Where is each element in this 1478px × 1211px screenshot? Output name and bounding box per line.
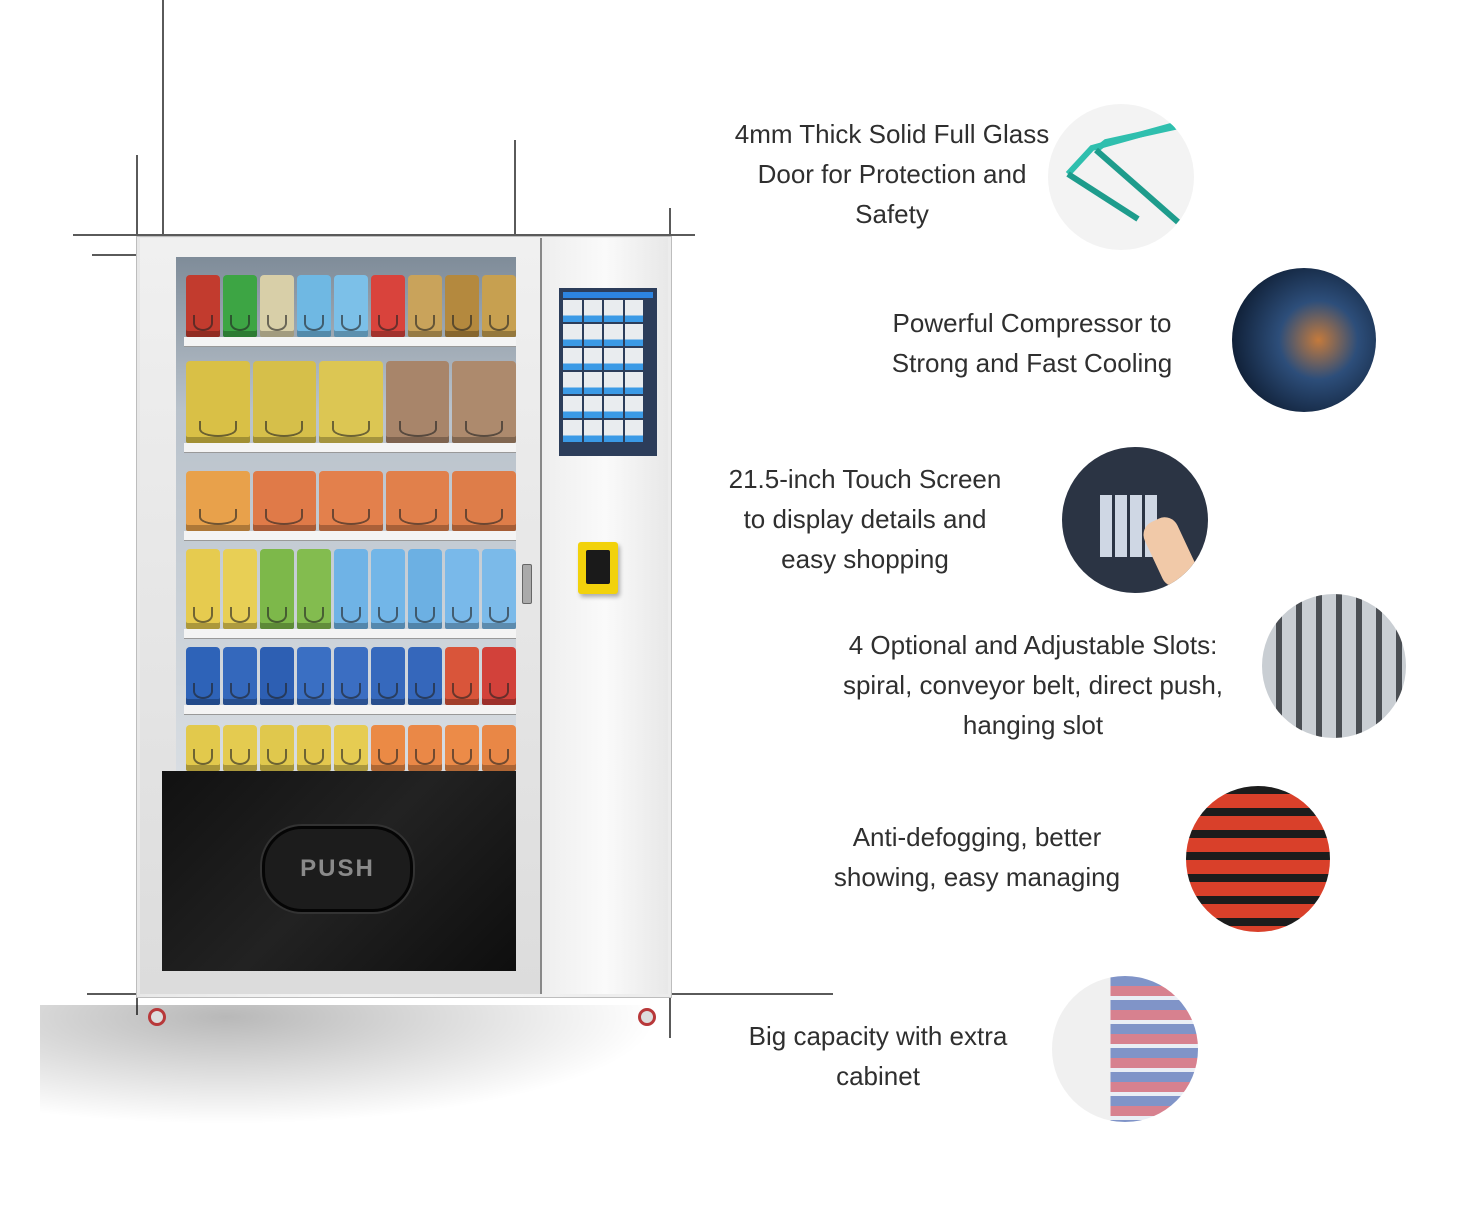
product-display-window xyxy=(176,257,516,771)
extra-cabinet-icon xyxy=(1052,976,1198,1122)
feature-slots-text: 4 Optional and Adjustable Slots:spiral, … xyxy=(842,630,1224,740)
glass-door-icon xyxy=(1048,104,1194,250)
shelf-row-cans-bottom xyxy=(186,725,516,771)
pickup-bin-panel: PUSH xyxy=(162,771,516,971)
compressor-icon xyxy=(1232,268,1376,412)
shelf-row-bottles xyxy=(186,549,516,629)
shelf-row-chips xyxy=(186,361,516,443)
anti-fog-glass-icon xyxy=(1186,786,1330,932)
shelf-row-noodles xyxy=(186,471,516,531)
push-pickup-door[interactable]: PUSH xyxy=(262,826,413,912)
caster-wheel-icon xyxy=(148,1008,166,1026)
guide-line xyxy=(514,140,516,260)
control-panel xyxy=(522,238,668,994)
payment-terminal[interactable] xyxy=(578,542,618,594)
machine-shadow xyxy=(40,1005,660,1125)
touch-screen[interactable] xyxy=(559,288,657,456)
door-lock-icon xyxy=(522,564,532,604)
card-reader-icon xyxy=(586,550,610,584)
guide-line xyxy=(162,0,164,250)
shelf-row-snacks xyxy=(186,275,516,337)
guide-line xyxy=(73,234,695,236)
touch-screen-icon xyxy=(1062,447,1208,593)
shelf-row-cans xyxy=(186,647,516,705)
caster-wheel-icon xyxy=(638,1008,656,1026)
spiral-slots-icon xyxy=(1262,594,1406,738)
